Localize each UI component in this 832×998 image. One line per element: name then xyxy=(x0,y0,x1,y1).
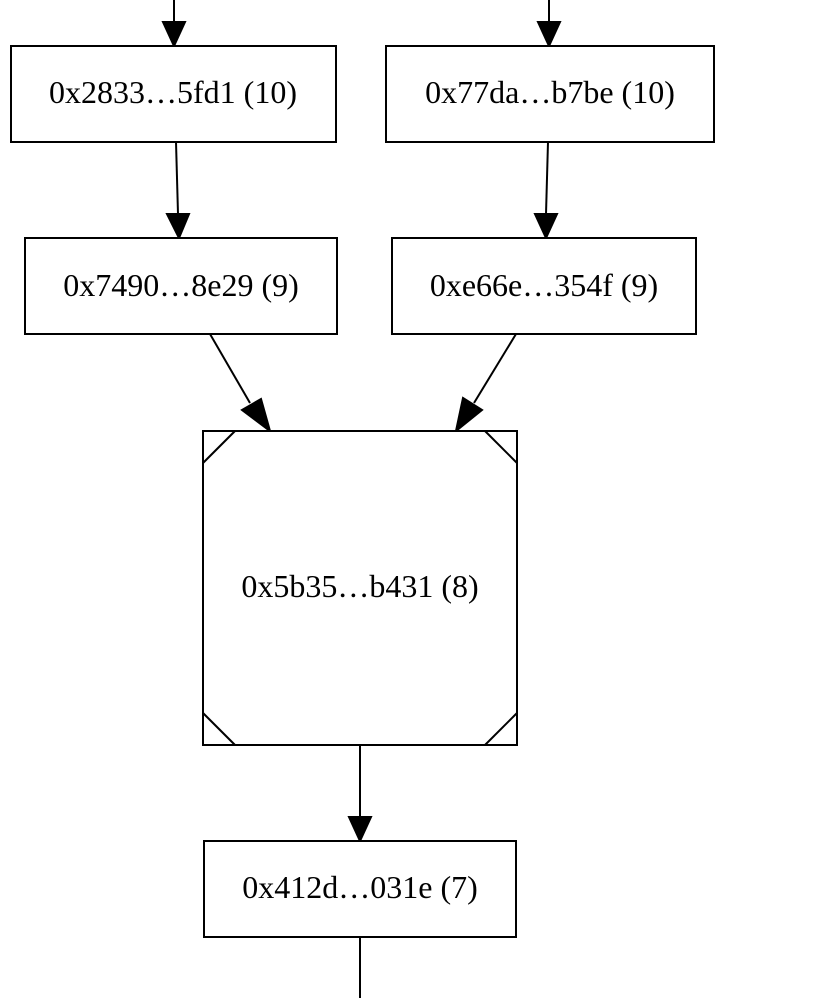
node-label: 0x77da…b7be (10) xyxy=(425,74,675,110)
node-0x77da[interactable]: 0x77da…b7be (10) xyxy=(385,45,715,143)
edge-7490-to-5b35 xyxy=(209,333,272,434)
corner-mark xyxy=(484,712,518,746)
node-label: 0x2833…5fd1 (10) xyxy=(49,74,297,110)
node-label: 0x7490…8e29 (9) xyxy=(63,267,299,303)
node-0x5b35-msquare[interactable]: 0x5b35…b431 (8) xyxy=(202,430,518,746)
node-0x7490[interactable]: 0x7490…8e29 (9) xyxy=(24,237,338,335)
node-0x412d[interactable]: 0x412d…031e (7) xyxy=(203,840,517,938)
corner-mark xyxy=(484,430,518,464)
node-label: 0xe66e…354f (9) xyxy=(430,267,658,303)
edge-incoming-to-2833 xyxy=(161,0,187,49)
edge-2833-to-7490 xyxy=(165,141,191,241)
edge-e66e-to-5b35 xyxy=(454,333,517,434)
corner-mark xyxy=(202,712,236,746)
node-0x2833[interactable]: 0x2833…5fd1 (10) xyxy=(10,45,337,143)
corner-mark xyxy=(202,430,236,464)
edge-incoming-to-77da xyxy=(536,0,562,49)
edge-5b35-to-412d xyxy=(347,745,373,844)
node-0xe66e[interactable]: 0xe66e…354f (9) xyxy=(391,237,697,335)
edge-77da-to-e66e xyxy=(533,141,559,241)
edges xyxy=(161,0,562,998)
node-label: 0x5b35…b431 (8) xyxy=(241,568,478,604)
node-label: 0x412d…031e (7) xyxy=(242,869,478,905)
